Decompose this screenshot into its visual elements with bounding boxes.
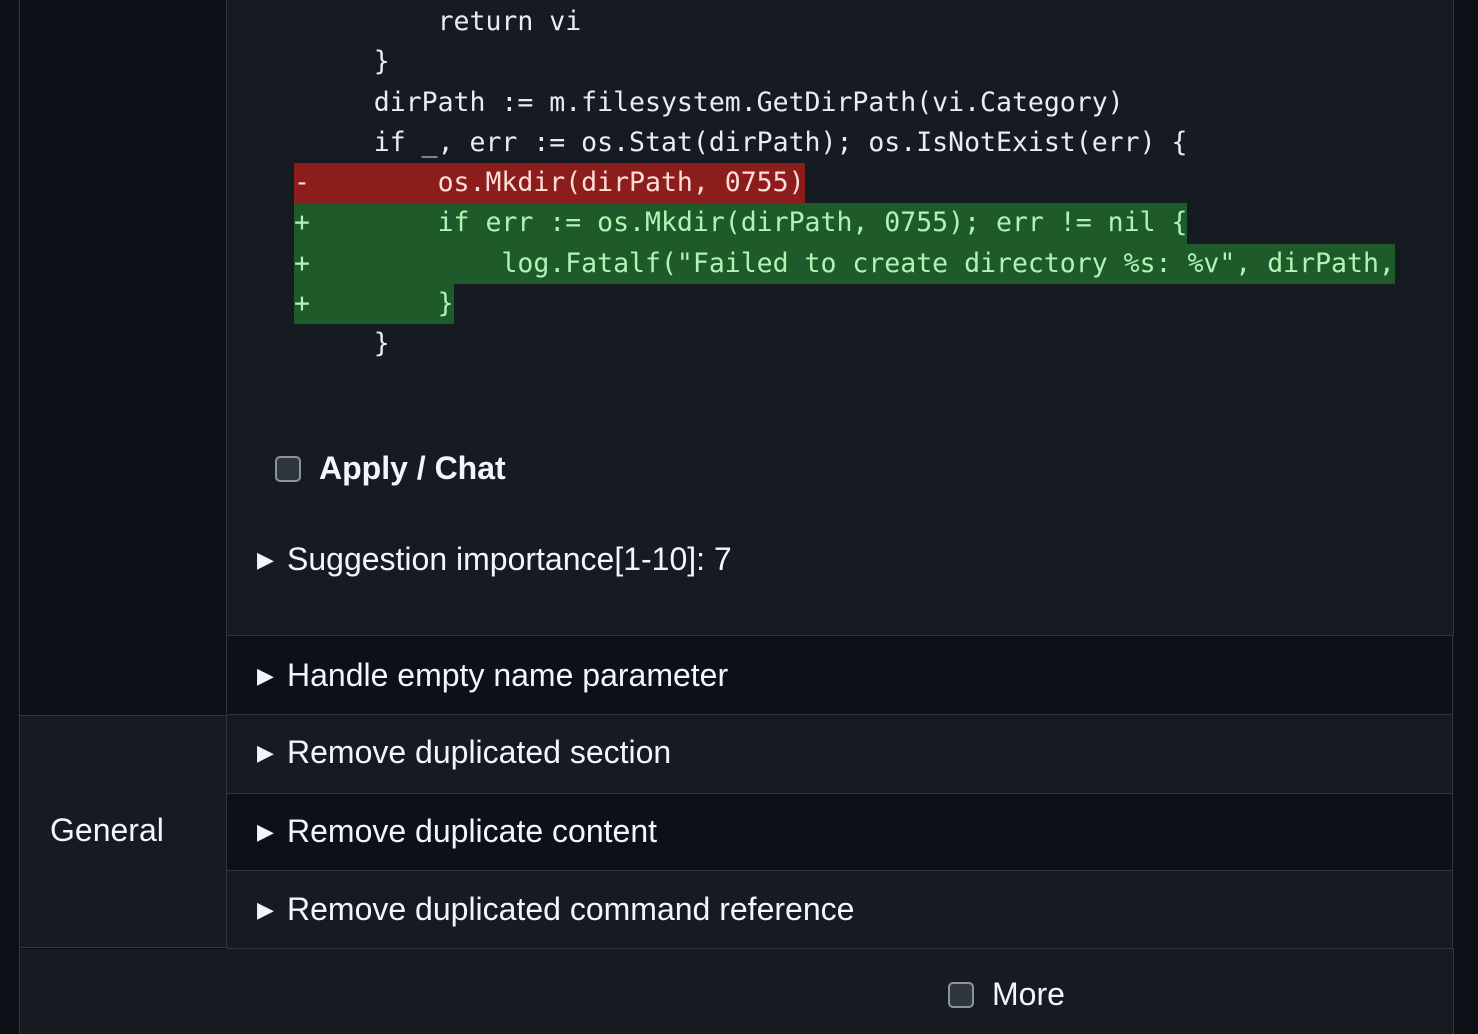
suggestion-row (227, 871, 1453, 949)
more-checkbox[interactable] (948, 981, 974, 1008)
diff-line-context: } (294, 324, 1454, 364)
apply-chat-checkbox[interactable] (275, 455, 301, 482)
triangle-right-icon: ▶ (257, 546, 274, 572)
more-control[interactable]: More (948, 976, 1065, 1013)
suggestion-row (227, 715, 1453, 794)
left-border (0, 0, 20, 1034)
triangle-right-icon: ▶ (257, 739, 274, 765)
suggestion-label: Handle empty name parameter (287, 657, 729, 693)
suggestion-toggle-0[interactable]: ▶ Handle empty name parameter (257, 657, 728, 694)
more-label[interactable]: More (992, 976, 1065, 1012)
diff-line-added: + } (294, 284, 1454, 325)
category-cell (20, 715, 227, 948)
diff-line-text: } (294, 328, 390, 360)
diff-line-context: } (294, 42, 1454, 82)
diff-line-added: + log.Fatalf("Failed to create directory… (294, 243, 1454, 285)
diff-line-text: return vi (294, 6, 582, 37)
apply-chat-label[interactable]: Apply / Chat (319, 450, 506, 486)
diff-line-added: + if err := os.Mkdir(dirPath, 0755); err… (294, 203, 1454, 244)
suggestion-toggle-2[interactable]: ▶ Remove duplicate content (257, 813, 657, 850)
suggestion-label: Remove duplicated section (287, 734, 672, 770)
suggestion-label: Remove duplicate content (287, 813, 657, 849)
diff-line-text: + if err := os.Mkdir(dirPath, 0755); err… (294, 203, 1188, 244)
diff-line-text: if _, err := os.Stat(dirPath); os.IsNotE… (294, 126, 1188, 158)
importance-label: Suggestion importance[1-10]: 7 (287, 541, 732, 577)
category-label: General (50, 812, 164, 848)
suggestion-row (227, 636, 1453, 715)
diff-line-context: if _, err := os.Stat(dirPath); os.IsNotE… (294, 123, 1454, 163)
importance-toggle[interactable]: ▶ Suggestion importance[1-10]: 7 (257, 541, 732, 578)
suggestion-row (227, 794, 1453, 871)
diff-line-text: dirPath := m.filesystem.GetDirPath(vi.Ca… (294, 86, 1124, 118)
diff-line-text: - os.Mkdir(dirPath, 0755) (294, 163, 805, 204)
diff-line-context: dirPath := m.filesystem.GetDirPath(vi.Ca… (294, 83, 1454, 123)
suggestion-toggle-3[interactable]: ▶ Remove duplicated command reference (257, 891, 854, 928)
suggestion-toggle-1[interactable]: ▶ Remove duplicated section (257, 734, 671, 771)
category-cell-empty (20, 0, 227, 714)
triangle-right-icon: ▶ (257, 662, 274, 688)
diff-line-removed: - os.Mkdir(dirPath, 0755) (294, 163, 1454, 204)
triangle-right-icon: ▶ (257, 896, 274, 922)
diff-line-text: } (294, 46, 390, 78)
diff-line-context: return vi (294, 2, 1454, 42)
footer-row (20, 949, 1454, 1034)
right-edge (1454, 0, 1478, 1034)
suggestion-label: Remove duplicated command reference (287, 891, 855, 927)
triangle-right-icon: ▶ (257, 818, 274, 844)
apply-chat-control[interactable]: Apply / Chat (275, 450, 506, 487)
diff-line-text: + } (294, 284, 454, 325)
diff-line-text: + log.Fatalf("Failed to create directory… (294, 243, 1395, 285)
code-diff: return vi } dirPath := m.filesystem.GetD… (294, 2, 1454, 365)
